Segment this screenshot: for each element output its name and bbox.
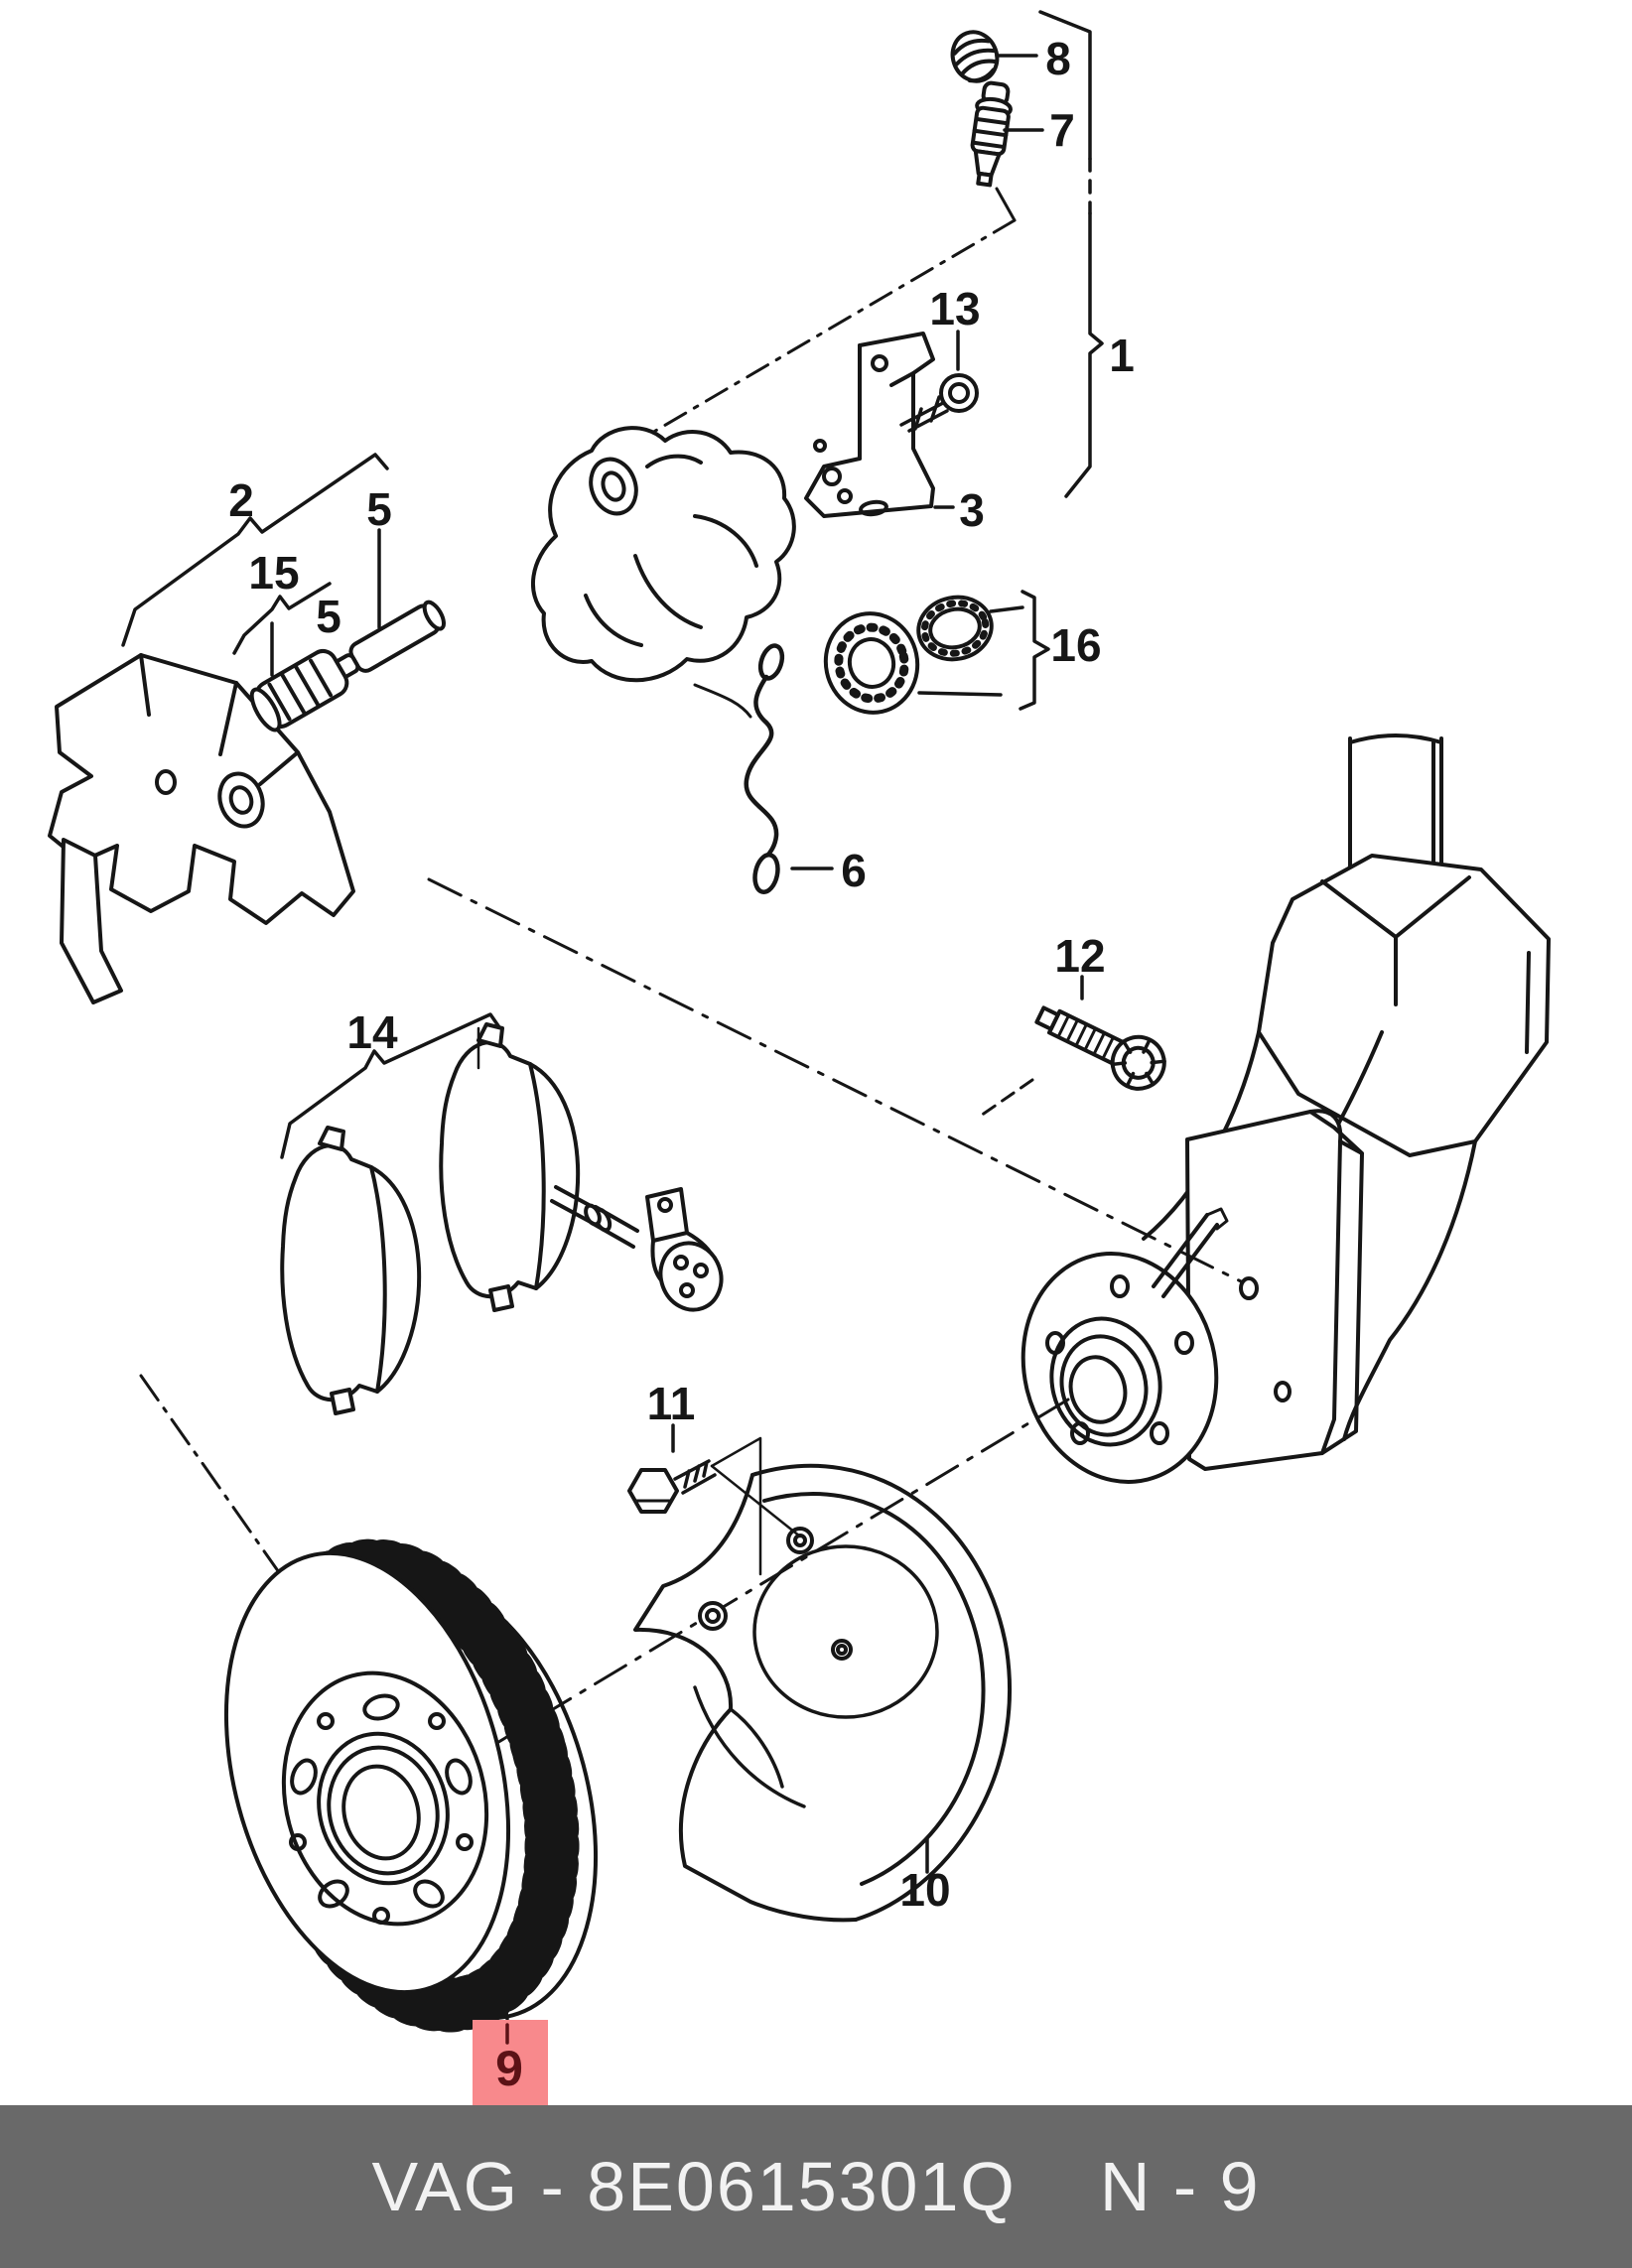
callout-8[interactable]: 8: [1045, 33, 1071, 84]
section-code-text: N - 9: [1099, 2148, 1261, 2225]
splash-shield-drawing: [633, 1463, 1013, 1923]
hose-bracket-drawing: [804, 332, 935, 518]
bleeder-valve-drawing: [643, 80, 1017, 439]
callout-12[interactable]: 12: [1054, 930, 1105, 982]
brake-caliper-drawing: [530, 426, 796, 683]
callout-2[interactable]: 2: [228, 474, 254, 526]
callout-15[interactable]: 15: [248, 547, 299, 599]
brake-pads-drawing: [280, 1022, 612, 1415]
wheel-bearing-drawing: [823, 611, 920, 715]
brake-disc-drawing: [223, 1538, 599, 2033]
caliper-carrier-drawing: [48, 653, 355, 1004]
callout-16[interactable]: 16: [1050, 619, 1101, 671]
callout-14[interactable]: 14: [346, 1006, 398, 1058]
part-number-text: VAG - 8E0615301Q: [371, 2148, 1017, 2225]
guide-bushing-drawing: [249, 648, 349, 733]
callout-10[interactable]: 10: [899, 1864, 950, 1916]
grease-cap-drawing: [950, 30, 1000, 83]
axis-line-lower: [469, 1398, 1070, 1761]
wear-sensor-drawing: [584, 1187, 724, 1312]
callout-7[interactable]: 7: [1049, 104, 1075, 156]
highlight-box[interactable]: [473, 2020, 548, 2105]
lock-ring-drawing: [916, 595, 994, 662]
knuckle-bolt-drawing: [979, 1005, 1166, 1118]
callout-13[interactable]: 13: [929, 283, 980, 334]
callout-labels: 1 2 3 5 5 6 7 8 10 11 12 13 14 15 16: [228, 33, 1135, 1916]
axis-line-upper: [427, 877, 1245, 1284]
caliper-group-bracket: [1038, 10, 1104, 498]
callout-6[interactable]: 6: [841, 845, 867, 896]
wheel-hub-drawing: [1020, 1207, 1229, 1484]
part-number-bar: VAG - 8E0615301Q N - 9: [0, 2105, 1632, 2268]
callout-3[interactable]: 3: [959, 484, 985, 536]
callout-5a[interactable]: 5: [366, 483, 392, 535]
shield-bolt-drawing: [627, 1436, 802, 1576]
steering-knuckle-drawing: [1142, 734, 1551, 1471]
highlighted-part-callout[interactable]: 9: [473, 1985, 548, 2105]
highlighted-callout-label[interactable]: 9: [495, 2041, 523, 2096]
retainer-clip-drawing: [693, 643, 785, 894]
callout-5b[interactable]: 5: [316, 591, 341, 642]
callout-1[interactable]: 1: [1109, 330, 1135, 381]
callout-11[interactable]: 11: [647, 1378, 696, 1429]
bracket-bolt-drawing: [899, 373, 979, 433]
